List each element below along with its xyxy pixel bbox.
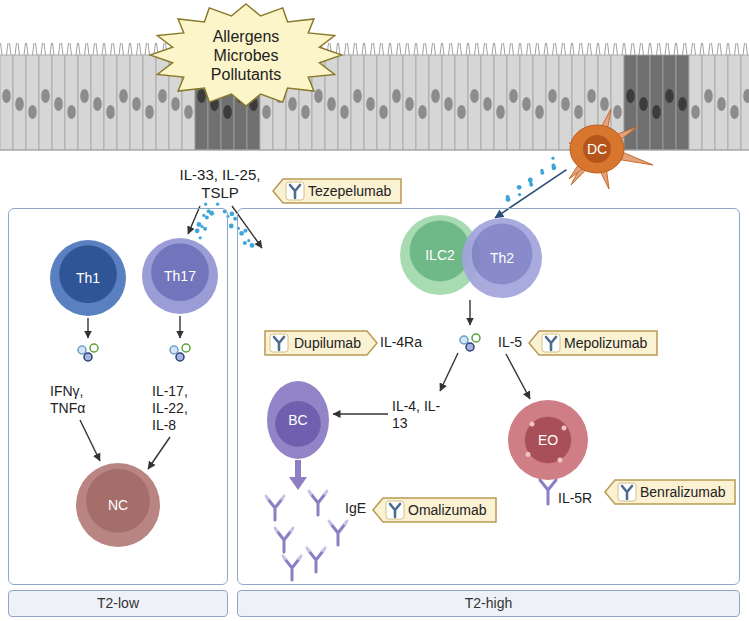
cytokine-label: IL-4, IL-13 [392,398,442,432]
ige-antibodies [266,491,347,580]
cell-name: Th2 [490,250,514,266]
cytokine-label: IL-17, IL-22, IL-8 [152,383,208,434]
cell-name: EO [538,432,558,448]
trigger-text: Allergens Microbes Pollutants [203,27,289,84]
cytokine-label: IL-33, IL-25, TSLP [165,166,275,202]
drug-tag: Benralizumab [604,479,736,505]
th1-cell: Th1 [50,240,126,316]
endotype-panel: Th1 Th17NC T2-low [8,208,228,617]
drug-tag: Tezepelumab [272,178,402,204]
b-cell: BC [267,381,329,459]
il5-receptor [540,480,556,504]
cytokine-label: IL-5R [558,490,592,507]
cytokine-triads [78,334,480,361]
neutrophil: NC [76,463,160,547]
activation-arrow [495,170,567,218]
dendritic-cell: DC [560,116,634,182]
cell-name: NC [108,497,128,513]
cell-name: ILC2 [425,247,455,263]
cell-name: DC [587,141,607,157]
eosinophil: EO [508,400,588,480]
cytokine-label: IFNγ, TNFα [50,383,112,417]
drug-tag: Mepolizumab [528,330,658,356]
drug-name: Dupilumab [264,330,377,356]
endotype-panel: ILC2 Th2Dupilumab MepolizumabBC EO Benralizu… [237,208,740,617]
trigger-burst: Allergens Microbes Pollutants [148,2,344,108]
cytokine-label: IL-5 [498,334,522,351]
th17-cell: Th17 [142,238,218,314]
cytokine-label: IgE [345,500,366,517]
drug-tag: Dupilumab [264,330,378,356]
th2-cell: Th2 [462,218,542,298]
drug-name: Tezepelumab [272,178,400,204]
cell-name: Th17 [164,268,196,284]
pathway-arrows [80,206,530,469]
cell-name: Th1 [76,270,100,286]
epithelium [0,43,749,150]
drug-name: Omalizumab [372,497,496,523]
drug-name: Benralizumab [604,479,735,505]
panel-tab: T2-high [237,590,740,617]
panel-tab: T2-low [8,590,228,617]
antibody-secretion [289,460,307,490]
cytokine-label: IL-4Ra [380,334,422,351]
drug-name: Mepolizumab [528,330,656,356]
drug-tag: Omalizumab [372,497,497,523]
cell-name: BC [288,412,307,428]
